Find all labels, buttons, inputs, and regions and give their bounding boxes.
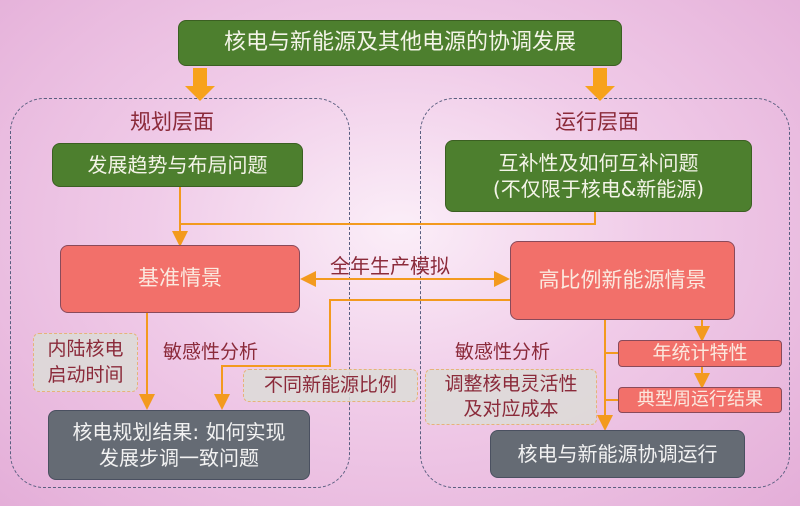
flexibility-cost-note: 调整核电灵活性 及对应成本 bbox=[425, 369, 597, 425]
annual-stats-box: 年统计特性 bbox=[618, 340, 782, 367]
title-box: 核电与新能源及其他电源的协调发展 bbox=[178, 20, 622, 66]
coordinated-operation-box: 核电与新能源协调运行 bbox=[490, 430, 745, 478]
operation-region bbox=[420, 98, 790, 488]
inland-nuclear-note: 内陆核电 启动时间 bbox=[33, 333, 138, 392]
left-sensitivity-label: 敏感性分析 bbox=[163, 341, 259, 363]
layout-issue-box: 发展趋势与布局问题 bbox=[52, 143, 303, 187]
complementarity-line2: (不仅限于核电&新能源) bbox=[492, 177, 705, 201]
complementarity-line1: 互补性及如何互补问题 bbox=[498, 151, 699, 175]
planning-result-line1: 核电规划结果: 如何实现 bbox=[72, 420, 286, 444]
inland-note-line1: 内陆核电 bbox=[47, 337, 124, 360]
big-down-arrows bbox=[185, 68, 615, 101]
renewable-ratio-note: 不同新能源比例 bbox=[243, 369, 418, 402]
inland-note-line2: 启动时间 bbox=[47, 363, 124, 386]
annual-simulation-label: 全年生产模拟 bbox=[330, 254, 450, 278]
flex-note-line2: 及对应成本 bbox=[463, 398, 559, 420]
flex-note-line1: 调整核电灵活性 bbox=[444, 373, 578, 396]
planning-result-line2: 发展步调一致问题 bbox=[99, 446, 259, 470]
planning-region bbox=[10, 98, 350, 488]
baseline-scenario-box: 基准情景 bbox=[60, 245, 300, 313]
operation-heading: 运行层面 bbox=[555, 110, 639, 134]
planning-result-box: 核电规划结果: 如何实现 发展步调一致问题 bbox=[48, 410, 310, 480]
right-sensitivity-label: 敏感性分析 bbox=[455, 341, 551, 363]
planning-heading: 规划层面 bbox=[130, 110, 214, 134]
complementarity-box: 互补性及如何互补问题 (不仅限于核电&新能源) bbox=[445, 140, 752, 212]
typical-week-box: 典型周运行结果 bbox=[618, 387, 782, 413]
high-renewable-scenario-box: 高比例新能源情景 bbox=[510, 241, 735, 320]
